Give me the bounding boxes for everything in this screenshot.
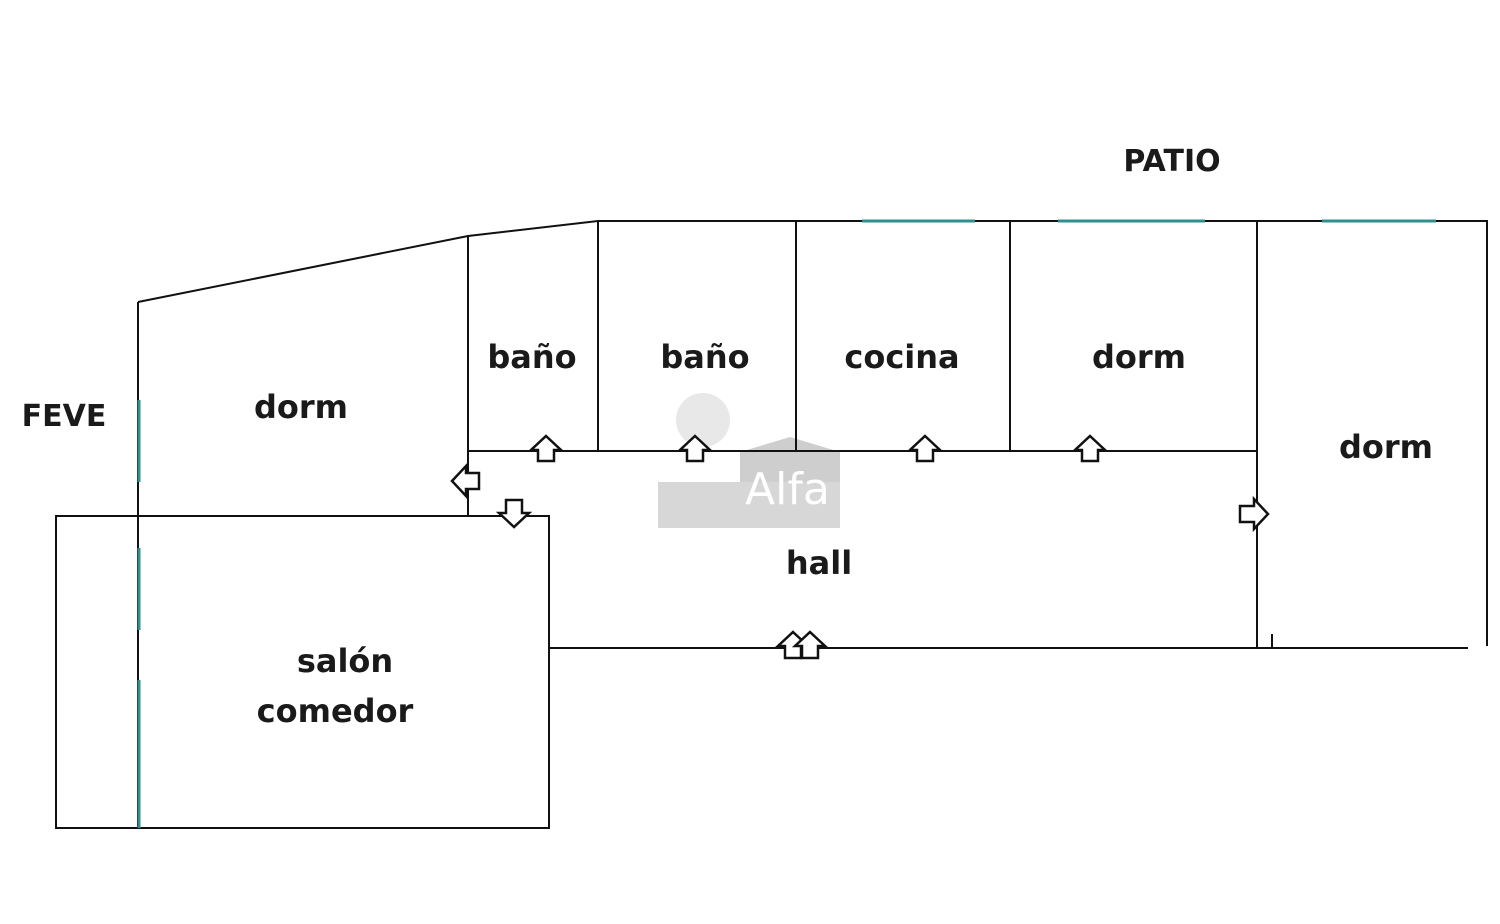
room-label-bano-1: baño [487,338,576,376]
salon-walls [55,515,550,829]
labels: PATIO FEVE dorm baño baño cocina dorm do… [22,144,1433,730]
room-label-dorm-left: dorm [254,388,348,426]
outer-wall-top [137,220,1488,646]
room-label-salon: salón [297,642,393,680]
watermark-text: Alfa [745,464,830,515]
room-label-comedor: comedor [257,692,414,730]
room-label-dorm-right: dorm [1339,428,1433,466]
door-arrow-down-icon [495,498,533,529]
door-arrow-right-icon [1238,495,1270,533]
entrance-arrow-up-icon [791,630,829,660]
room-label-cocina: cocina [844,338,959,376]
alfa-watermark: Alfa [658,393,840,528]
door-arrow-up-icon [676,434,714,463]
walls [55,220,1488,829]
outside-label-feve: FEVE [22,399,107,434]
room-label-hall: hall [786,544,852,582]
watermark-circle [676,393,730,447]
windows [137,219,1436,828]
watermark-base [658,482,840,528]
room-label-bano-2: baño [660,338,749,376]
door-arrow-up-icon [1071,434,1109,463]
outside-label-patio: PATIO [1123,144,1220,179]
room-label-dorm-middle: dorm [1092,338,1186,376]
door-arrow-up-icon [906,434,944,463]
door-arrow-left-icon [450,462,481,500]
doors [450,434,1270,660]
door-arrow-up-icon [527,434,565,463]
